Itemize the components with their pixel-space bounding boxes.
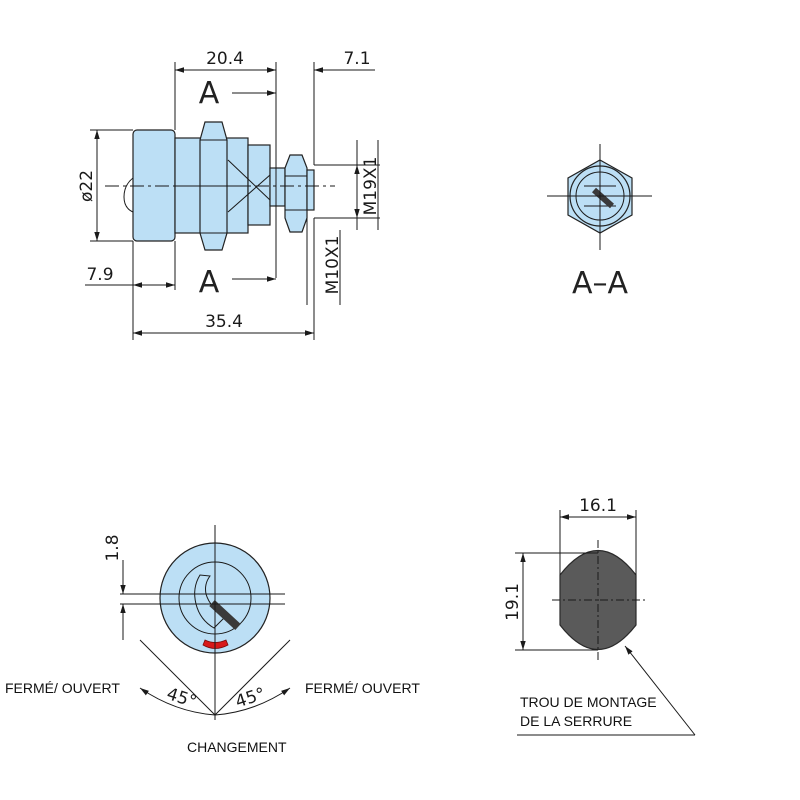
front-view: 1.8 45° 45° FERMÉ/ OUVERT FERMÉ/ OUVERT … bbox=[5, 525, 420, 755]
shaft bbox=[269, 167, 286, 207]
dim-length-rear: 7.1 bbox=[343, 49, 370, 69]
label-bottom: CHANGEMENT bbox=[187, 739, 287, 755]
dim-width: 16.1 bbox=[579, 496, 617, 516]
dim-flange: 7.9 bbox=[86, 265, 113, 285]
hole-view: 16.1 19.1 TROU DE MONTAGE DE LA SERRURE bbox=[503, 496, 696, 736]
dim-offset: 1.8 bbox=[103, 534, 123, 561]
section-view: A–A bbox=[547, 144, 652, 301]
small-nut bbox=[284, 154, 308, 233]
dim-diameter: ø22 bbox=[77, 170, 97, 202]
label-left: FERMÉ/ OUVERT bbox=[5, 680, 120, 696]
section-mark-bottom: A bbox=[199, 265, 220, 300]
thread-large: M19X1 bbox=[361, 157, 381, 216]
angle-left: 45° bbox=[164, 684, 199, 712]
dim-length-front: 20.4 bbox=[206, 49, 244, 69]
section-mark-top: A bbox=[199, 76, 220, 111]
hole-label-line1: TROU DE MONTAGE bbox=[520, 694, 657, 710]
cam-tip bbox=[306, 169, 315, 211]
front-key-slot bbox=[209, 600, 241, 630]
hole-label-line2: DE LA SERRURE bbox=[520, 713, 632, 729]
key-dome bbox=[123, 177, 134, 213]
dim-total: 35.4 bbox=[205, 312, 243, 332]
dim-height: 19.1 bbox=[503, 583, 523, 621]
section-label: A–A bbox=[572, 266, 629, 301]
angle-right: 45° bbox=[233, 684, 268, 712]
side-view: 20.4 7.1 A A ø22 M19X1 M10X1 7.9 35.4 bbox=[77, 49, 381, 340]
thread-small: M10X1 bbox=[323, 236, 343, 295]
section-key-slot bbox=[592, 187, 614, 209]
label-right: FERMÉ/ OUVERT bbox=[305, 680, 420, 696]
